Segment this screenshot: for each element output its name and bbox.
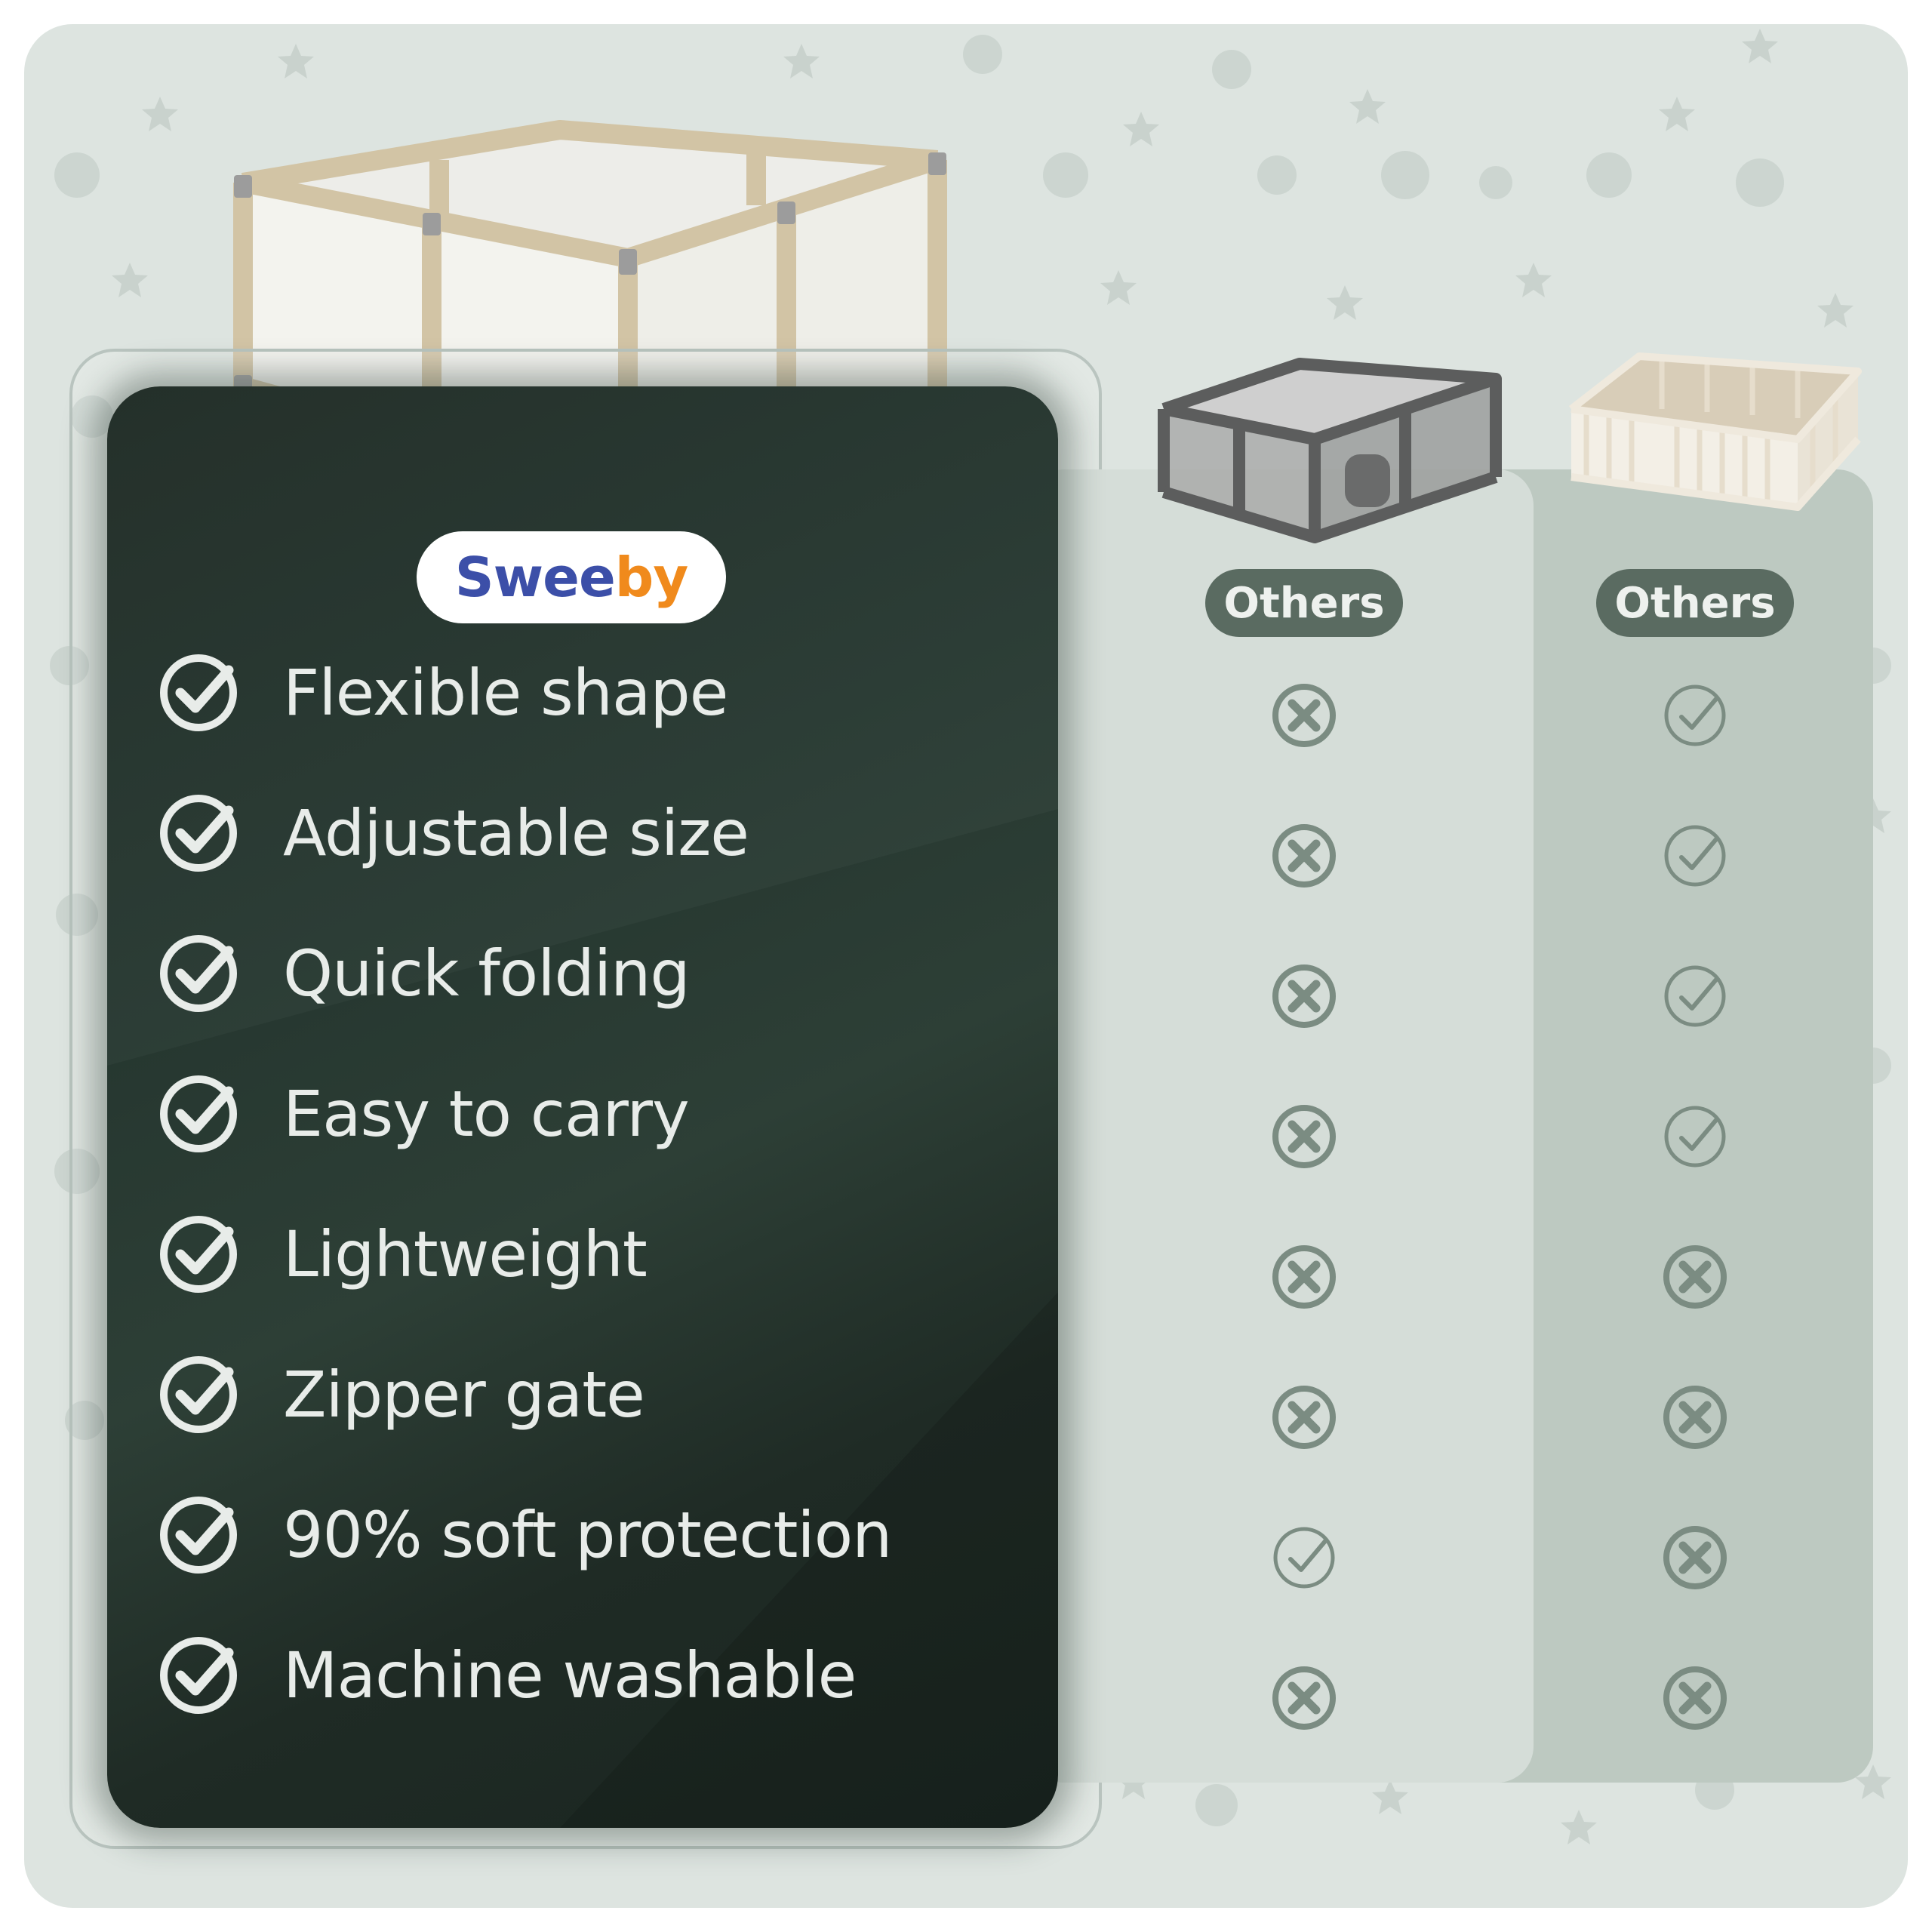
- check-circle-icon: [160, 795, 237, 872]
- x-circle-icon: [1663, 1386, 1727, 1449]
- x-circle-icon: [1663, 1666, 1727, 1730]
- competitor-1-label: Others: [1205, 569, 1403, 637]
- feature-label: Machine washable: [283, 1638, 857, 1712]
- logo-text-part2: by: [614, 546, 688, 609]
- x-circle-icon: [1272, 1245, 1336, 1309]
- x-circle-icon: [1272, 1666, 1336, 1730]
- check-circle-icon: [160, 1637, 237, 1714]
- decor-dots: [50, 35, 1891, 1826]
- check-circle-icon: [160, 654, 237, 731]
- check-circle-icon: [160, 935, 237, 1012]
- check-circle-icon: [1664, 685, 1726, 746]
- competitor-column-1: [1028, 469, 1534, 1783]
- feature-row: Flexible shape: [156, 651, 728, 735]
- logo-text-part1: Swee: [454, 546, 616, 609]
- x-circle-icon: [1663, 1526, 1727, 1589]
- feature-row: Machine washable: [156, 1633, 857, 1718]
- sweeby-feature-panel: [107, 386, 1058, 1828]
- feature-label: 90% soft protection: [283, 1498, 892, 1572]
- feature-row: 90% soft protection: [156, 1493, 892, 1577]
- x-circle-icon: [1272, 1105, 1336, 1168]
- feature-row: Zipper gate: [156, 1352, 645, 1437]
- feature-label: Lightweight: [283, 1217, 648, 1291]
- feature-row: Easy to carry: [156, 1072, 690, 1156]
- check-circle-icon: [1664, 965, 1726, 1027]
- x-circle-icon: [1663, 1245, 1727, 1309]
- x-circle-icon: [1272, 1386, 1336, 1449]
- feature-label: Flexible shape: [283, 656, 728, 730]
- competitor-2-label: Others: [1596, 569, 1794, 637]
- feature-label: Quick folding: [283, 937, 691, 1011]
- x-circle-icon: [1272, 684, 1336, 747]
- feature-row: Quick folding: [156, 931, 691, 1016]
- feature-label: Easy to carry: [283, 1077, 690, 1151]
- feature-row: Adjustable size: [156, 791, 749, 875]
- feature-label: Adjustable size: [283, 796, 749, 870]
- panel-sheen: [560, 1292, 1058, 1828]
- check-circle-icon: [160, 1497, 237, 1574]
- background-stars-pattern: [50, 29, 1891, 1844]
- feature-label: Zipper gate: [283, 1358, 645, 1432]
- feature-row: Lightweight: [156, 1212, 648, 1297]
- check-circle-icon: [1664, 1106, 1726, 1168]
- competitor-1-playpen-image: [1158, 358, 1502, 543]
- check-circle-icon: [160, 1075, 237, 1152]
- x-circle-icon: [1272, 824, 1336, 888]
- check-circle-icon: [1664, 825, 1726, 887]
- check-circle-icon: [160, 1216, 237, 1293]
- check-circle-icon: [1273, 1527, 1335, 1589]
- check-circle-icon: [160, 1356, 237, 1433]
- competitor-2-playpen-image: [1568, 352, 1862, 511]
- x-circle-icon: [1272, 964, 1336, 1028]
